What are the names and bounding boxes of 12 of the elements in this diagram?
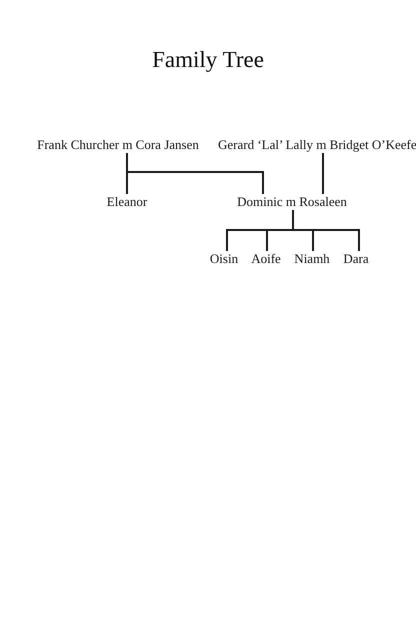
person-name: Oisin bbox=[210, 251, 238, 267]
person-name: Aoife bbox=[251, 251, 281, 267]
person-name: Eleanor bbox=[106, 194, 148, 210]
person-name: Niamh bbox=[294, 251, 330, 267]
person-name: Dara bbox=[343, 251, 369, 267]
family-tree-line bbox=[292, 210, 360, 251]
family-tree-line bbox=[322, 153, 324, 194]
family-tree-line bbox=[126, 153, 264, 194]
diagram-title: Family Tree bbox=[152, 46, 264, 74]
couple-names: Frank Churcher m Cora Jansen bbox=[37, 137, 199, 153]
couple-names: Dominic m Rosaleen bbox=[237, 194, 347, 210]
couple-names: Gerard ‘Lal’ Lally m Bridget O’Keefe bbox=[218, 137, 416, 153]
